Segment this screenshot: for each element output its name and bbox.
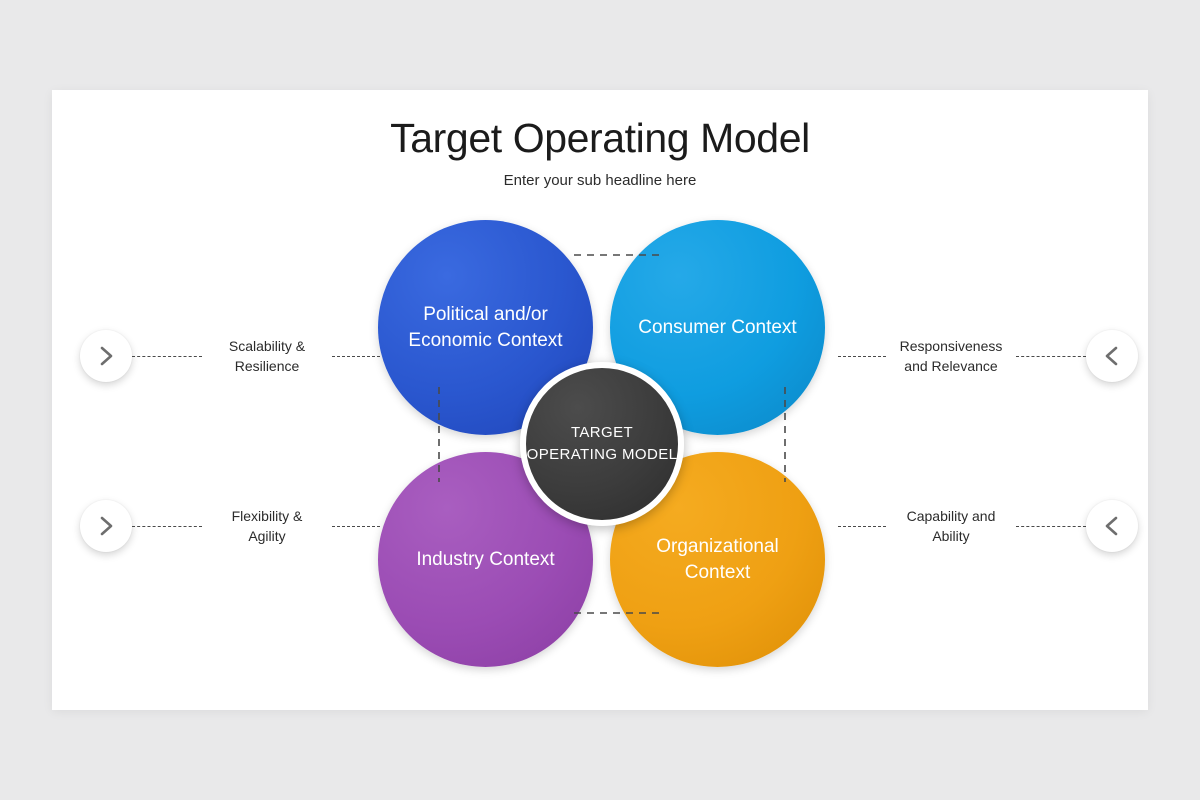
chevron-right-icon <box>100 516 113 536</box>
dash-connector <box>332 355 380 357</box>
petal-label: Consumer Context <box>638 316 797 338</box>
nav-button-scalability[interactable] <box>80 330 132 382</box>
target-operating-model-diagram: Political and/or Economic Context Consum… <box>52 90 1148 710</box>
dash-connector <box>838 525 886 527</box>
callout-responsiveness: Responsiveness and Relevance <box>838 330 1138 382</box>
nav-button-responsiveness[interactable] <box>1086 330 1138 382</box>
nav-button-capability[interactable] <box>1086 500 1138 552</box>
center-hub-label: TARGET OPERATING MODEL <box>526 424 678 463</box>
dash-connector <box>132 355 202 357</box>
dash-connector <box>1016 355 1086 357</box>
chevron-left-icon <box>1105 516 1118 536</box>
petal-label: Political and/or Economic Context <box>408 303 563 351</box>
dash-connector <box>332 525 380 527</box>
callout-label: Flexibility & Agility <box>231 507 303 544</box>
page-title: Target Operating Model <box>390 115 810 161</box>
dash-connector <box>132 525 202 527</box>
callout-label: Scalability & Resilience <box>228 337 306 374</box>
center-hub[interactable]: TARGET OPERATING MODEL <box>520 362 684 526</box>
callout-label: Responsiveness and Relevance <box>899 337 1003 374</box>
callout-scalability: Scalability & Resilience <box>80 330 380 382</box>
petal-label: Industry Context <box>416 548 555 570</box>
chevron-left-icon <box>1105 346 1118 366</box>
nav-button-flexibility[interactable] <box>80 500 132 552</box>
petal-label: Organizational Context <box>656 535 779 583</box>
callout-flexibility: Flexibility & Agility <box>80 500 380 552</box>
dash-connector <box>1016 525 1086 527</box>
page-subtitle: Enter your sub headline here <box>503 172 697 189</box>
petal-connectors <box>438 254 786 614</box>
slide-card: Target Operating Model Enter your sub he… <box>52 90 1148 710</box>
callout-label: Capability and Ability <box>906 507 996 544</box>
chevron-right-icon <box>100 346 113 366</box>
callout-capability: Capability and Ability <box>838 500 1138 552</box>
dash-connector <box>838 355 886 357</box>
